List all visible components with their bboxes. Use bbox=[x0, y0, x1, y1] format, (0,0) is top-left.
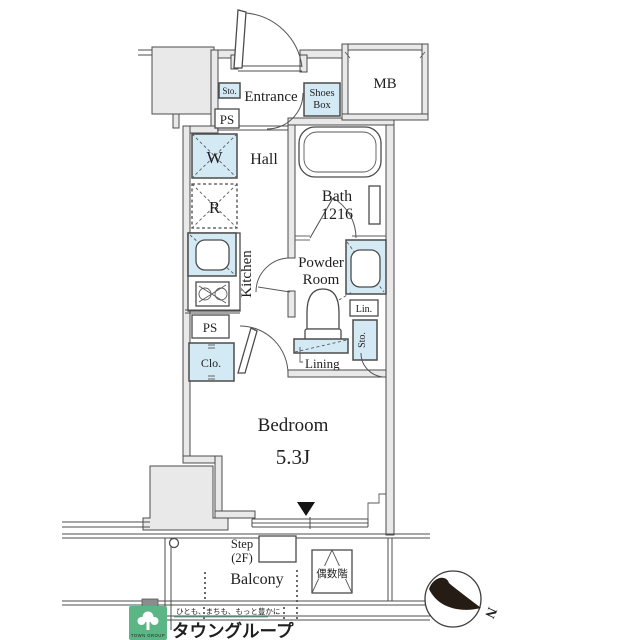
bathtub bbox=[298, 126, 382, 178]
balcony-vent-block bbox=[141, 598, 159, 608]
powder-storage-label: Sto. bbox=[357, 332, 368, 348]
logo-brand: タウングループ bbox=[172, 621, 294, 640]
powder-room-label-2: Room bbox=[303, 272, 340, 288]
balcony: Step (2F) Balcony 偶数階 bbox=[62, 521, 430, 630]
balcony-drain-pipe bbox=[168, 537, 180, 549]
entrance-storage-label: Sto. bbox=[222, 86, 236, 96]
compass-north-label: N bbox=[481, 605, 499, 621]
bedroom-label: Bedroom bbox=[258, 415, 329, 436]
powder-storage-box bbox=[352, 319, 378, 361]
meter-box-label: MB bbox=[373, 76, 396, 92]
stove bbox=[195, 281, 230, 307]
linen-label: Lin. bbox=[356, 304, 372, 315]
powder-room-label-1: Powder bbox=[298, 255, 344, 271]
vanity-sink bbox=[345, 239, 387, 295]
closet-label: Clo. bbox=[201, 356, 221, 370]
washer-label: W bbox=[206, 148, 223, 167]
entrance-storage-box bbox=[218, 82, 241, 99]
kitchen-sink bbox=[195, 239, 230, 271]
bathroom: Bath 1216 bbox=[295, 126, 386, 241]
step-label-2: (2F) bbox=[231, 551, 253, 565]
pipe-shaft-bottom-box bbox=[191, 314, 230, 339]
compass-needle bbox=[429, 577, 481, 610]
toilet bbox=[304, 288, 353, 343]
bath-size-label: 1216 bbox=[321, 206, 353, 223]
entrance-label: Entrance bbox=[244, 89, 298, 105]
powder-storage-door-arc bbox=[360, 352, 386, 378]
lining-label: Lining bbox=[305, 356, 340, 371]
shoes-box bbox=[303, 82, 341, 117]
bath-door-leaf bbox=[309, 197, 334, 239]
entrance-inner-door-arc bbox=[266, 92, 304, 130]
bedroom-window bbox=[251, 493, 386, 529]
entry-direction-marker bbox=[297, 502, 315, 516]
powder-door-arc bbox=[255, 257, 291, 293]
step-box bbox=[258, 535, 297, 563]
shoes-box-label-2: Box bbox=[313, 100, 331, 111]
tree-icon bbox=[137, 611, 159, 630]
closet: Clo. bbox=[188, 342, 235, 382]
logo-en-label: TOWN GROUP bbox=[131, 633, 165, 638]
shoes-box-label-1: Shoes bbox=[309, 88, 334, 99]
even-floors-box: 偶数階 bbox=[311, 548, 353, 594]
bath-counter bbox=[368, 185, 381, 225]
compass: N bbox=[424, 570, 499, 628]
kitchen-label: Kitchen bbox=[239, 250, 255, 298]
linen-box bbox=[349, 299, 379, 317]
pipe-shaft-top-box bbox=[214, 108, 240, 129]
balcony-label: Balcony bbox=[230, 571, 283, 588]
meter-box: MB bbox=[341, 43, 429, 121]
washer-box: W bbox=[191, 133, 238, 179]
lining-strip: Lining bbox=[293, 338, 349, 371]
hall-label: Hall bbox=[250, 151, 278, 168]
company-logo: TOWN GROUP ひとも、まちも、もっと豊かに タウングループ bbox=[129, 606, 294, 640]
bath-door-arc bbox=[332, 197, 357, 239]
step-label-1: Step bbox=[231, 537, 253, 551]
refrigerator-label: R bbox=[209, 198, 221, 217]
powder-room: Powder Room Lin. Sto. Lining bbox=[255, 239, 387, 378]
entrance-door bbox=[233, 9, 304, 130]
even-floors-label: 偶数階 bbox=[316, 567, 348, 580]
refrigerator-space: R bbox=[191, 183, 238, 229]
logo-tagline: ひとも、まちも、もっと豊かに bbox=[176, 606, 280, 616]
pipe-shaft-top-label: PS bbox=[220, 112, 234, 127]
bedroom-size-label: 5.3J bbox=[276, 445, 310, 469]
neighbor-structures bbox=[138, 46, 229, 531]
bedroom-door bbox=[237, 325, 289, 375]
kitchen-counter bbox=[185, 232, 241, 314]
pipe-shaft-bottom-label: PS bbox=[203, 320, 217, 335]
bath-label: Bath bbox=[322, 188, 352, 205]
